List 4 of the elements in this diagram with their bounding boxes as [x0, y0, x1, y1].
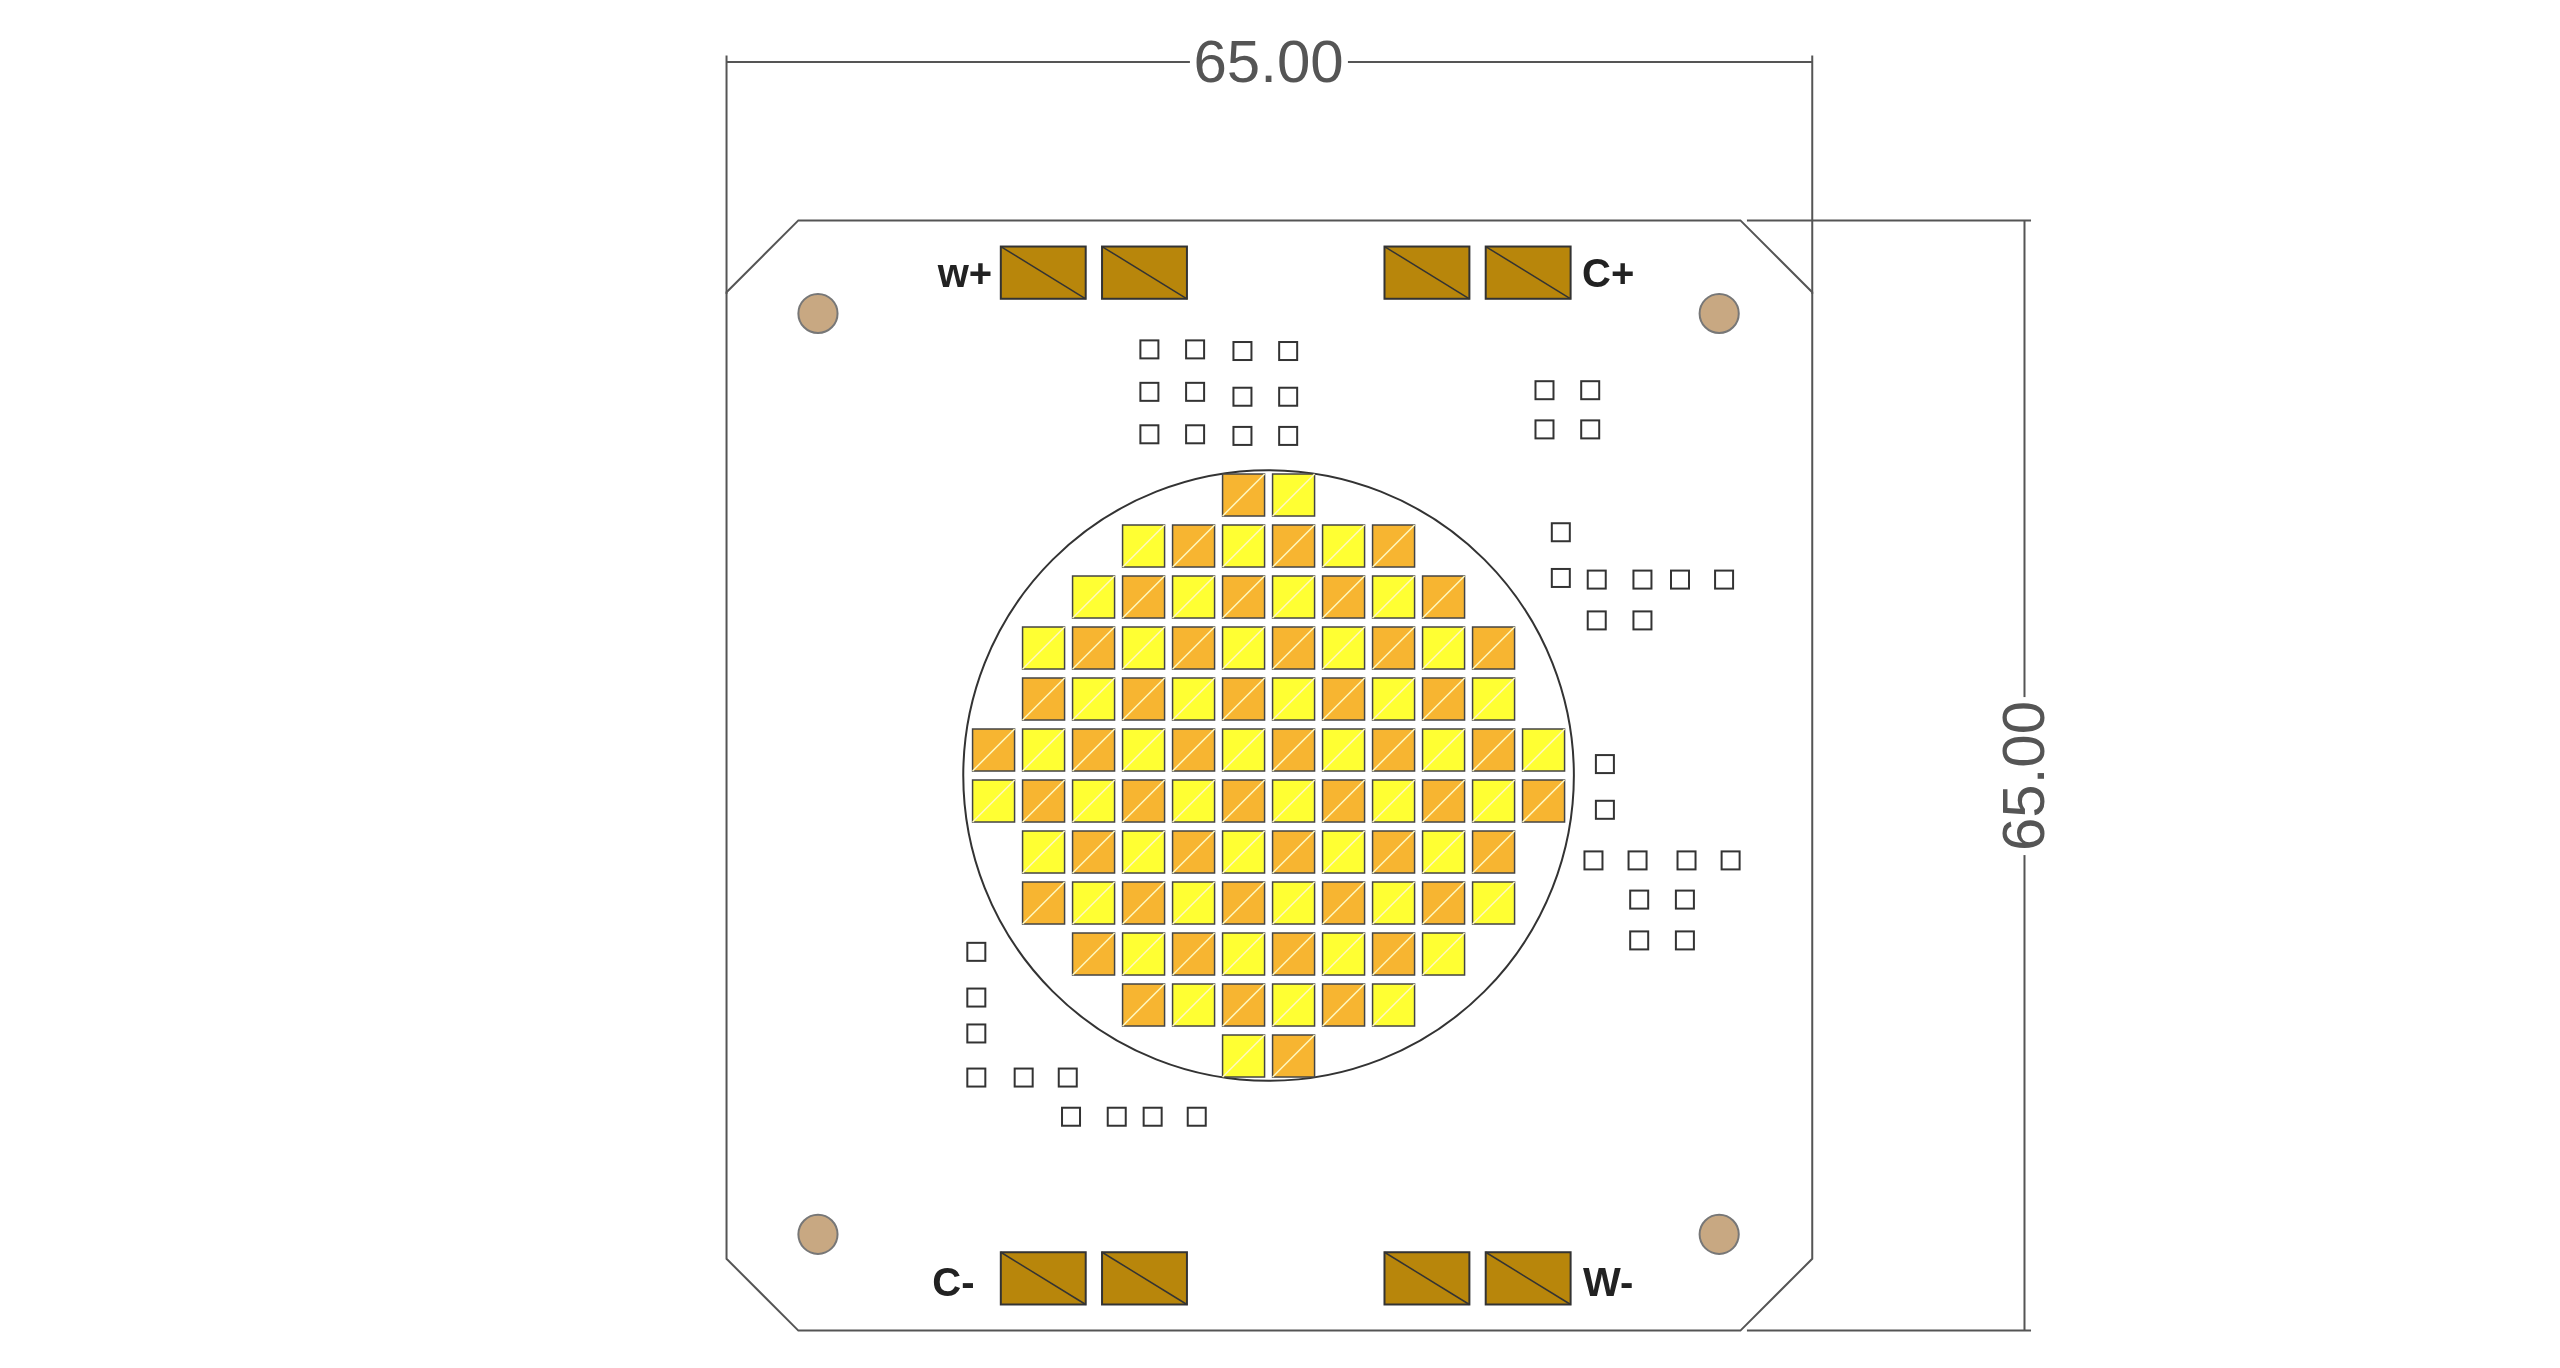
pin-label: w+ — [937, 252, 993, 293]
pin-label: C+ — [1582, 252, 1635, 293]
pin-label: W- — [1583, 1261, 1634, 1302]
pin-label: C- — [932, 1261, 975, 1302]
